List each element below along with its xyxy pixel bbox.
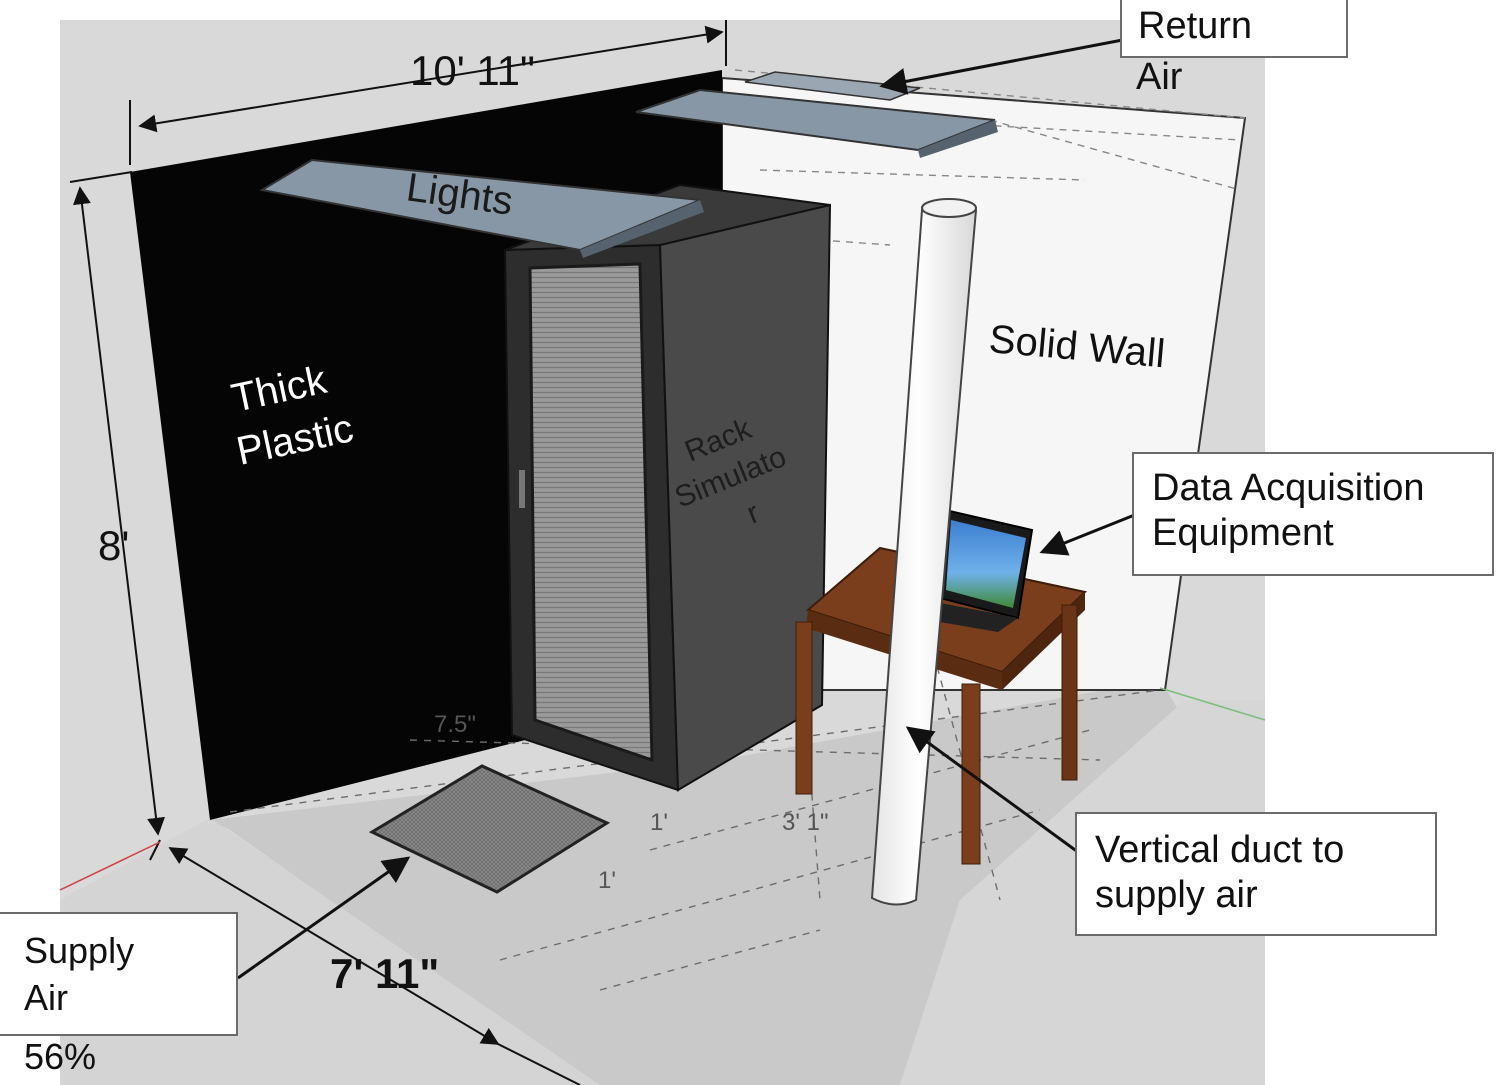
duct-line2: supply air xyxy=(1095,873,1258,916)
supply-line3: 56% xyxy=(24,1036,97,1077)
duct-top-cap xyxy=(921,198,977,218)
laptop-display xyxy=(946,520,1026,608)
dimension-lines xyxy=(69,20,727,1085)
red-axis-line xyxy=(59,841,161,891)
height-dimension-label: 8' xyxy=(98,522,129,569)
callout-arrows xyxy=(237,36,1143,980)
supply-line1: Supply xyxy=(24,930,135,971)
return-air-grille xyxy=(744,71,921,101)
top-white-margin xyxy=(60,0,1265,20)
tile-side-label: 1' xyxy=(598,867,616,894)
supply-air-floor-tile xyxy=(368,764,611,894)
wall-base-line xyxy=(1159,687,1266,721)
table-gap-label: 3' 1" xyxy=(782,809,828,836)
lights-panel-left-edge xyxy=(580,200,704,258)
vertical-duct-callout: Vertical duct to supply air xyxy=(1075,812,1437,936)
rack-door-mesh xyxy=(528,262,654,763)
duct-line1: Vertical duct to xyxy=(1095,829,1345,871)
supply-air-callout: Supply Air xyxy=(0,912,238,1036)
depth-dimension-label: 7' 11" xyxy=(330,950,439,997)
rack-door-handle xyxy=(519,470,525,508)
data-acq-line1: Data Acquisition xyxy=(1152,467,1425,509)
return-air-callout: Return xyxy=(1120,0,1348,58)
supply-line2: Air xyxy=(24,976,68,1018)
data-acq-line2: Equipment xyxy=(1152,511,1334,554)
table-leg-front-left xyxy=(795,621,813,795)
data-acquisition-callout: Data Acquisition Equipment xyxy=(1132,452,1494,576)
width-dimension-label: 10' 11" xyxy=(410,47,535,94)
wall-dashed-guides xyxy=(721,69,1246,246)
table-leg-back-right xyxy=(1061,604,1078,781)
rack-gap-label: 7.5" xyxy=(434,711,476,738)
return-air-line2: Air xyxy=(1136,56,1183,98)
tile-offset-label: 1' xyxy=(650,809,668,836)
return-air-line1: Return xyxy=(1138,5,1253,47)
laptop-base xyxy=(925,600,1018,632)
lights-panel-right-edge xyxy=(918,120,998,158)
